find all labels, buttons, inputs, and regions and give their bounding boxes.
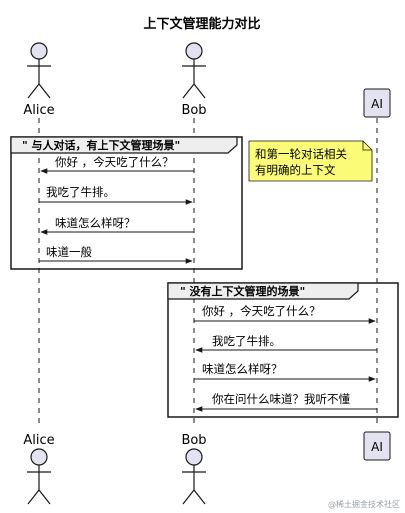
alice-actor-top xyxy=(27,42,51,99)
watermark: @稀土掘金技术社区 xyxy=(328,499,400,509)
alice-actor-bottom xyxy=(27,448,51,505)
bob-actor-bottom xyxy=(182,448,206,505)
alice-label-top: Alice xyxy=(23,103,54,118)
ai-label-bottom: AI xyxy=(371,440,383,454)
frame-1-title: " 与人对话，有上下文管理场景" xyxy=(22,138,180,152)
f1-msg-4: 味道一般 xyxy=(46,245,92,259)
frame-1-title-tab xyxy=(10,136,238,154)
alice-label-bottom: Alice xyxy=(23,433,54,448)
note-fold xyxy=(362,141,372,151)
f2-msg-1: 你好 ，今天吃了什么？ xyxy=(202,304,321,318)
note-line-1: 和第一轮对话相关 xyxy=(255,147,347,161)
ai-box-bottom xyxy=(363,431,391,461)
f1-msg-1: 你好 ，今天吃了什么？ xyxy=(55,155,174,169)
bob-label-top: Bob xyxy=(181,103,206,118)
f2-msg-4: 你在问什么味道？我听不懂 xyxy=(212,392,350,406)
ai-box-top xyxy=(363,88,391,118)
note-box xyxy=(248,140,373,182)
note-line-2: 有明确的上下文 xyxy=(255,163,336,177)
f1-msg-3: 味道怎么样呀？ xyxy=(55,216,136,230)
frame-2-title-tab xyxy=(167,282,359,300)
diagram-title: 上下文管理能力对比 xyxy=(143,16,260,32)
bob-label-bottom: Bob xyxy=(181,433,206,448)
f2-msg-3: 味道怎么样呀？ xyxy=(202,362,283,376)
frame-2-title: " 没有上下文管理的场景" xyxy=(180,284,305,298)
bob-actor-top xyxy=(182,42,206,99)
ai-label-top: AI xyxy=(371,97,383,111)
f1-msg-2: 我吃了牛排。 xyxy=(46,185,115,199)
f2-msg-2: 我吃了牛排。 xyxy=(212,334,281,348)
